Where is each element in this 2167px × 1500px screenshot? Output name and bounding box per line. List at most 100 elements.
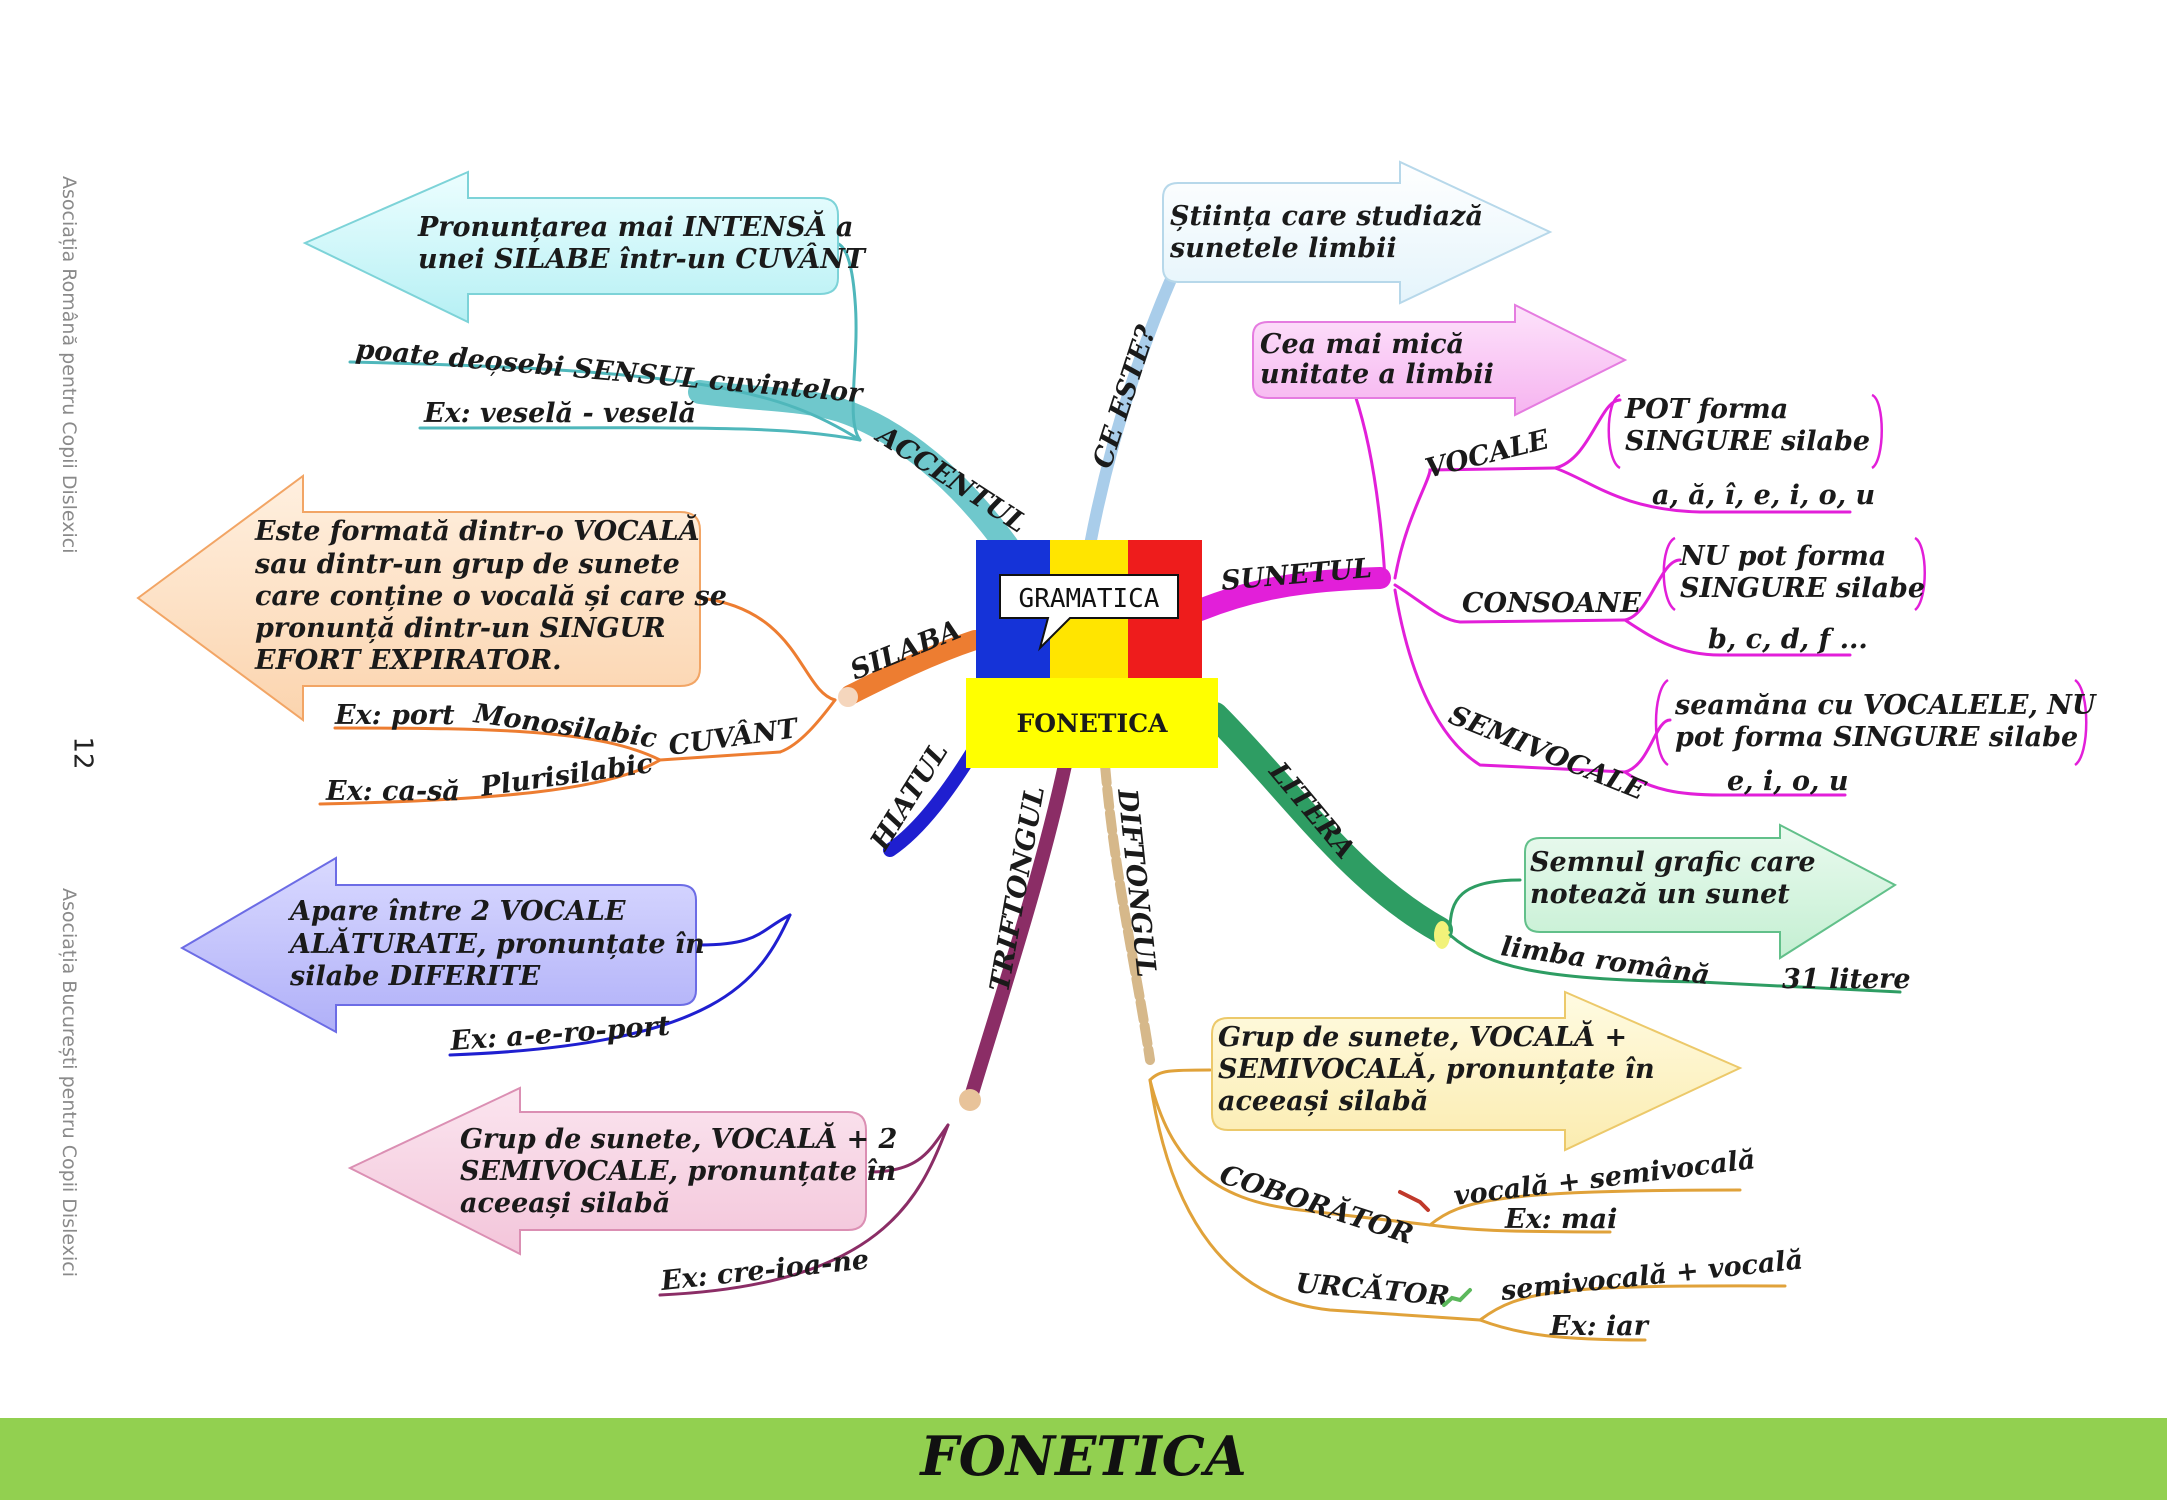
silaba-branch-tip xyxy=(838,687,858,707)
sunetul-connector-semivocale xyxy=(1393,588,1627,774)
sidebar-top-text: Asociația Română pentru Copii Dislexici xyxy=(58,176,80,554)
ce-este-branch xyxy=(1084,264,1181,551)
silaba-branch xyxy=(840,630,985,705)
diftongul-branch xyxy=(1100,760,1155,1065)
sunetul-box-line: Cea mai mică xyxy=(1260,329,1464,360)
sunetul-label: SUNETUL xyxy=(1220,553,1373,597)
accentul-branch xyxy=(688,380,1022,562)
triftongul-example: Ex: cre-ioa-ne xyxy=(658,1244,870,1297)
coborator-connector-example xyxy=(1428,1223,1612,1234)
diftongul-box-line: SEMIVOCALĂ, pronunțate în xyxy=(1218,1051,1655,1085)
ce-este-arrow-box xyxy=(1162,160,1553,305)
plurisilabic-example: Ex: ca-să xyxy=(325,776,460,807)
semivocale-desc-line: seamăna cu VOCALELE, NU xyxy=(1674,690,2097,721)
accentul-arrow-box xyxy=(302,170,839,324)
vocale-desc-line: POT forma xyxy=(1624,394,1788,425)
diftongul-arrow-box xyxy=(1211,990,1743,1152)
rising-arrow-icon xyxy=(1442,1288,1472,1307)
accentul-connector-example xyxy=(418,426,862,442)
hiatul-connector-box xyxy=(698,913,792,947)
hiatul-box-line: ALĂTURATE, pronunțate în xyxy=(287,926,705,960)
vocale-bracket-left xyxy=(1607,393,1621,470)
accentul-connector-sense xyxy=(348,360,862,442)
consoane-bracket-right xyxy=(1914,536,1926,611)
hiatul-box-line: silabe DIFERITE xyxy=(289,961,541,992)
accentul-box-line: Pronunțarea mai INTENSĂ a xyxy=(417,209,853,243)
ce-este-box-line: sunetele limbii xyxy=(1169,233,1397,264)
consoane-desc-line: SINGURE silabe xyxy=(1680,573,1925,604)
sidebar-bottom-text: Asociația București pentru Copii Dislexi… xyxy=(58,888,80,1277)
urcator-connector-rule xyxy=(1478,1284,1787,1322)
svg-text:Este formată dintr-o VOCALĂ: Este formată dintr-o VOCALĂ sau dintr-un… xyxy=(254,513,736,676)
ce-este-label: CE ESTE? xyxy=(1087,321,1163,472)
coborator-example: Ex: mai xyxy=(1504,1204,1617,1235)
vocale-bracket-right xyxy=(1871,393,1883,470)
footer-title: FONETICA xyxy=(920,1424,1247,1488)
litera-box-line: notează un sunet xyxy=(1530,879,1790,910)
hiatul-box-line: Apare între 2 VOCALE xyxy=(287,896,626,927)
accentul-connector-box xyxy=(834,241,862,442)
semivocale-label: SEMIVOCALE xyxy=(1444,700,1649,807)
litera-label: LITERA xyxy=(1262,756,1361,865)
ce-este-box-line: Știința care studiază xyxy=(1170,201,1483,232)
semivocale-connector-desc xyxy=(1623,718,1672,774)
accentul-box-line: unei SILABE într-un CUVÂNT xyxy=(418,242,867,275)
litera-connector-box xyxy=(1448,878,1522,932)
sunetul-arrow-box xyxy=(1252,303,1628,417)
cuvant-connector-mono xyxy=(333,726,662,762)
litera-branch-tip xyxy=(1434,921,1450,949)
svg-text:Apare între 2 VOCALE ALĂTU: Apare între 2 VOCALE ALĂTURATE, pronunța… xyxy=(287,896,714,992)
urcator-connector-example xyxy=(1478,1318,1647,1342)
footer-banner: FONETICA xyxy=(0,1418,2167,1500)
triftongul-arrow-box xyxy=(347,1086,867,1256)
silaba-box-line: sau dintr-un grup de sunete xyxy=(254,549,680,580)
triftongul-box-line: SEMIVOCALE, pronunțate în xyxy=(460,1156,896,1187)
consoane-connector-desc xyxy=(1623,558,1682,622)
cuvant-underline xyxy=(658,750,782,762)
coborator-rule: vocală + semivocală xyxy=(1452,1144,1757,1212)
silaba-arrow-box xyxy=(136,474,701,722)
semivocale-connector-examples xyxy=(1623,770,1847,797)
litera-connector-sub xyxy=(1448,933,1902,994)
accentul-example: Ex: veselă - veselă xyxy=(423,398,696,429)
silaba-box-line: pronunță dintr-un SINGUR xyxy=(255,613,666,644)
triftongul-branch xyxy=(963,758,1072,1107)
sunetul-branch xyxy=(1189,567,1391,621)
sunetul-connector-vocale xyxy=(1393,466,1557,580)
triftongul-box-line: Grup de sunete, VOCALĂ + 2 xyxy=(460,1121,897,1155)
vocale-examples: a, ă, î, e, i, o, u xyxy=(1652,480,1875,511)
hiatul-arrow-box xyxy=(179,856,697,1034)
monosilabic-label: Monosilabic xyxy=(471,698,659,754)
diftongul-connector-urcator xyxy=(1148,1078,1482,1322)
urcator-label: URCĂTOR xyxy=(1294,1265,1451,1312)
semivocale-examples: e, i, o, u xyxy=(1727,766,1848,797)
fonetica-center-title: FONETICA xyxy=(1016,709,1168,738)
semivocale-bracket-left xyxy=(1654,678,1669,767)
silaba-connector-cuvant xyxy=(778,698,837,754)
litera-branch xyxy=(1202,702,1453,943)
sunetul-box-line: unitate a limbii xyxy=(1260,359,1494,390)
silaba-box-line: Este formată dintr-o VOCALĂ xyxy=(254,513,700,547)
diftongul-box-line: aceeași silabă xyxy=(1218,1086,1428,1117)
svg-text:Grup de sunete, VOCALĂ + S: Grup de sunete, VOCALĂ + SEMIVOCALĂ, pro… xyxy=(1218,1019,1664,1117)
silaba-box-line: care conține o vocală și care se xyxy=(255,581,727,612)
hiatul-example: Ex: a-e-ro-port xyxy=(448,1011,671,1057)
diftongul-connector-coborator xyxy=(1148,1078,1432,1227)
consoane-label: CONSOANE xyxy=(1462,588,1641,619)
hiatul-connector-example xyxy=(448,913,792,1057)
accent-mark: ˊ xyxy=(486,371,497,396)
accentul-label: ACCENTUL xyxy=(869,418,1032,539)
triftongul-connector-box xyxy=(868,1123,950,1174)
monosilabic-example: Ex: port xyxy=(334,700,455,731)
svg-text:Grup de sunete, VOCALĂ + 2: Grup de sunete, VOCALĂ + 2 SEMIVOCALE, p… xyxy=(460,1121,907,1219)
fonetica-center-box[interactable] xyxy=(966,678,1218,768)
plurisilabic-label: Plurisilabic xyxy=(478,748,655,803)
semivocale-bracket-right xyxy=(2074,678,2088,767)
consoane-examples: b, c, d, f ... xyxy=(1708,624,1868,655)
diftongul-connector-box xyxy=(1148,1068,1212,1082)
